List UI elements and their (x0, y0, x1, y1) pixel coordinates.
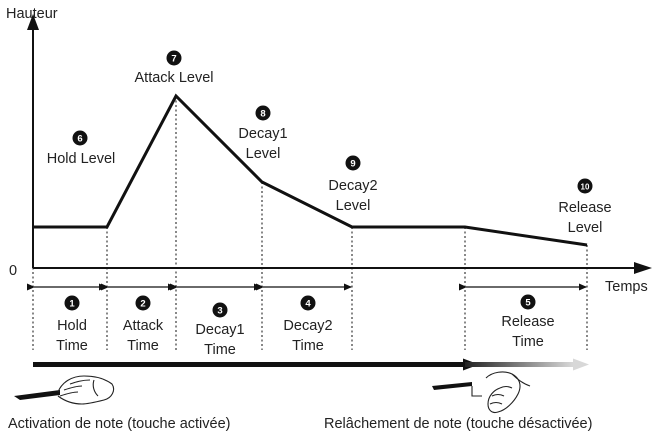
y-axis-label: Hauteur (6, 6, 58, 22)
time-text: Time (56, 338, 88, 354)
badge-number: 10 (581, 183, 590, 192)
release-fade-bar (465, 362, 573, 367)
release-time-label: 5 Release Time (501, 294, 555, 350)
badge-number: 8 (260, 109, 265, 120)
axes: Hauteur Temps 0 (6, 6, 652, 295)
level-text: Level (246, 146, 281, 162)
time-text: Attack (123, 318, 164, 334)
time-labels: 1 Hold Time 2 Attack Time 3 Decay1 Time … (56, 294, 555, 358)
badge-number: 2 (140, 299, 145, 310)
key-press-illustration (14, 375, 115, 405)
guide-lines (32, 96, 588, 350)
level-text: Level (568, 220, 603, 236)
release-level-label: 10 Release Level (558, 178, 612, 236)
attack-time-label: 2 Attack Time (123, 295, 164, 354)
badge-icon (255, 105, 271, 121)
pressing-hand-icon (57, 375, 115, 405)
attack-level-label: 7 Attack Level (135, 50, 214, 86)
level-text: Decay1 (238, 126, 287, 142)
badge-number: 4 (305, 299, 311, 310)
decay2-level-label: 9 Decay2 Level (328, 155, 378, 214)
badge-icon (300, 295, 316, 311)
note-on-caption: Activation de note (touche activée) (8, 416, 230, 432)
level-text: Attack Level (135, 70, 214, 86)
badge-number: 3 (217, 306, 222, 317)
badge-icon (520, 294, 536, 310)
badge-icon (577, 178, 593, 194)
level-text: Decay2 (328, 178, 377, 194)
x-axis-arrowhead (634, 262, 652, 274)
badge-number: 1 (69, 299, 75, 310)
badge-number: 7 (171, 54, 176, 65)
key-up-icon (432, 382, 472, 390)
level-text: Level (336, 198, 371, 214)
badge-icon (135, 295, 151, 311)
decay2-time-label: 4 Decay2 Time (283, 295, 333, 354)
envelope-curve (33, 93, 588, 247)
note-duration-bar (33, 358, 589, 371)
time-text: Time (127, 338, 159, 354)
note-held-bar (33, 362, 465, 367)
x-axis-label: Temps (605, 279, 648, 295)
badge-number: 5 (525, 298, 531, 309)
badge-number: 9 (350, 159, 355, 170)
time-text: Hold (57, 318, 87, 334)
key-down-icon (14, 390, 60, 400)
badge-icon (212, 302, 228, 318)
decay1-level-label: 8 Decay1 Level (238, 105, 288, 162)
level-text: Hold Level (47, 151, 116, 167)
time-text: Release (501, 314, 554, 330)
time-text: Time (512, 334, 544, 350)
y-axis-arrowhead (27, 14, 39, 30)
badge-number: 6 (77, 134, 82, 145)
level-labels: 6 Hold Level 7 Attack Level 8 Decay1 Lev… (47, 50, 612, 236)
badge-icon (166, 50, 182, 66)
time-text: Time (204, 342, 236, 358)
key-edge-icon (471, 386, 482, 397)
decay1-time-label: 3 Decay1 Time (195, 302, 245, 358)
released-hand-icon (485, 371, 531, 414)
release-fade-arrowhead (573, 358, 589, 371)
origin-label: 0 (9, 263, 17, 279)
level-text: Release (558, 200, 611, 216)
hold-time-label: 1 Hold Time (56, 295, 88, 354)
hold-level-label: 6 Hold Level (47, 130, 116, 167)
time-text: Decay1 (195, 322, 244, 338)
badge-icon (64, 295, 80, 311)
key-release-illustration (432, 371, 531, 414)
time-text: Decay2 (283, 318, 332, 334)
badge-icon (345, 155, 361, 171)
note-off-caption: Relâchement de note (touche désactivée) (324, 416, 592, 432)
badge-icon (72, 130, 88, 146)
time-text: Time (292, 338, 324, 354)
